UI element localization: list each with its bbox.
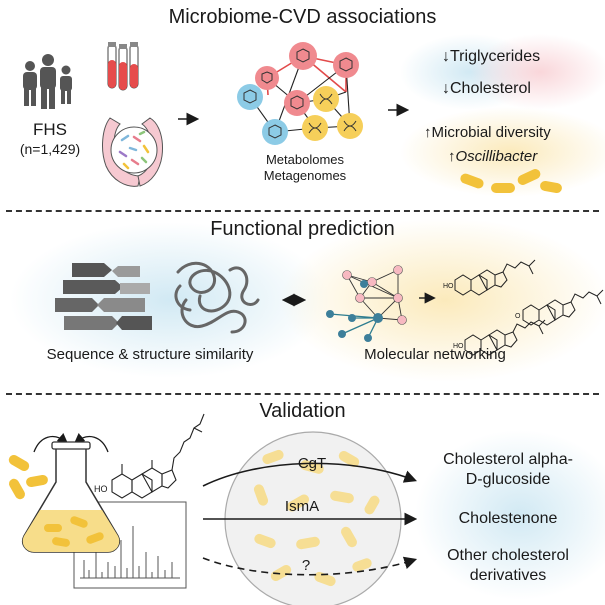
gut-icon (102, 117, 163, 187)
sterol-label-1: HO (443, 283, 454, 290)
networking-label: Molecular networking (364, 346, 506, 363)
oscillibacter-label: Oscillibacter (455, 148, 538, 165)
up-arrow-icon: ↑ (448, 148, 456, 165)
cholesterol-ho-label: HO (94, 484, 108, 494)
up-arrow-icon: ↑ (424, 124, 432, 141)
products-glow (415, 430, 605, 600)
curved-arrow-left (33, 433, 68, 453)
triglycerides-label: Triglycerides (450, 48, 541, 65)
enzyme-unknown: ? (301, 557, 311, 574)
sterol-structures (454, 259, 604, 356)
section-divider-2 (6, 393, 599, 395)
down-arrow-icon: ↓ (442, 48, 450, 65)
validation-bacteria (8, 455, 48, 500)
family-icon (23, 54, 72, 109)
cohort-name: FHS (33, 120, 67, 139)
cohort-size: (n=1,429) (19, 141, 81, 157)
oscillibacter-bacteria (460, 169, 562, 194)
triglycerides-outcome: ↓Triglycerides (442, 48, 540, 66)
outcome-glow-yellow (400, 107, 605, 197)
product-other: Other cholesterol derivatives (418, 546, 598, 586)
section-title-prediction: Functional prediction (210, 218, 395, 240)
blood-tubes-icon (107, 42, 139, 91)
diversity-outcome: ↑Microbial diversity (424, 124, 551, 141)
metabolome-network (237, 42, 363, 145)
similarity-label: Sequence & structure similarity (46, 346, 254, 363)
enzyme-cgt: CgT (297, 455, 327, 472)
product-glucoside: Cholesterol alpha- D-glucoside (418, 450, 598, 490)
sterol-label-2: HO (453, 343, 464, 350)
protein-structure-icon (174, 261, 260, 334)
section-divider-1 (6, 210, 599, 212)
sterol-label-3: O (515, 313, 521, 320)
product-other-line2: derivatives (469, 567, 547, 584)
cholesterol-outcome: ↓Cholesterol (442, 80, 531, 98)
section-title-validation: Validation (259, 400, 346, 422)
diversity-label: Microbial diversity (431, 124, 551, 141)
enzyme-isma: IsmA (284, 498, 320, 515)
networking-glow (280, 218, 605, 382)
product-other-line1: Other cholesterol (447, 547, 569, 564)
down-arrow-icon: ↓ (442, 80, 450, 97)
similarity-glow (10, 222, 330, 378)
outcome-glow-pink (470, 34, 605, 110)
product-glucoside-line2: D-glucoside (465, 471, 551, 488)
product-cholestenone: Cholestenone (458, 510, 558, 527)
network-label-metagenomes: Metagenomes (263, 168, 347, 183)
oscillibacter-outcome: ↑Oscillibacter (448, 148, 537, 165)
cholesterol-label: Cholesterol (450, 80, 531, 97)
section-title-associations: Microbiome-CVD associations (168, 6, 437, 28)
gene-arrows-icon (55, 263, 152, 330)
molecular-network (326, 265, 407, 342)
network-label-metabolomes: Metabolomes (265, 152, 345, 167)
curved-arrow-right (74, 433, 109, 453)
cholesterol-structure (111, 413, 205, 499)
flask-icon (22, 441, 120, 553)
product-glucoside-line1: Cholesterol alpha- (443, 451, 573, 468)
cgt-arrow (202, 462, 417, 487)
